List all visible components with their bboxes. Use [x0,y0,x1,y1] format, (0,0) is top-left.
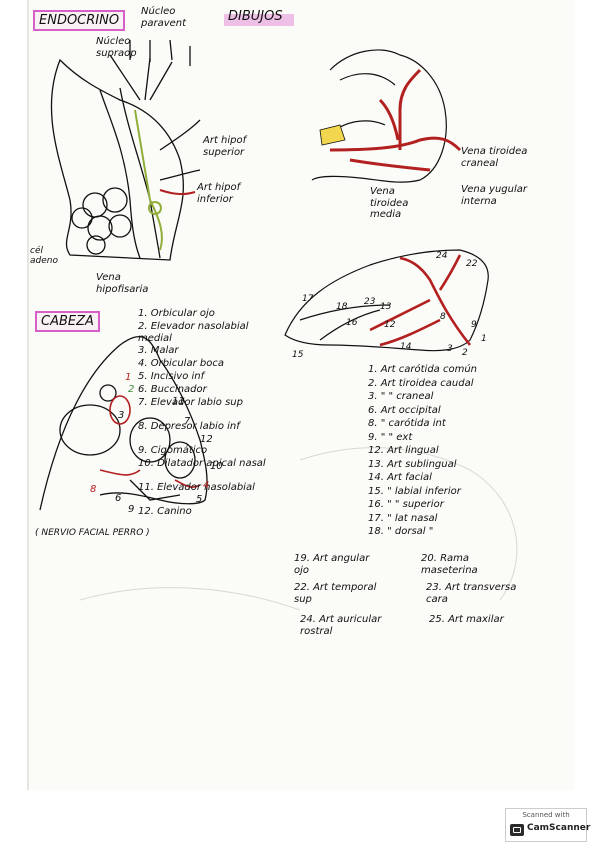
artery-extra-20: 20. Rama maseterina [421,553,478,576]
artery-extra-24: 24. Art auricular rostral [300,614,382,637]
artery-item: 12. Art lingual [368,445,439,456]
head-num: 1 [481,334,487,344]
face-num: 5 [196,494,203,505]
neck-arteries [329,68,462,172]
face-note: ( NERVIO FACIAL PERRO ) [35,528,150,538]
pituitary-diagram [50,39,201,261]
muscle-item: 1. Orbicular ojo [138,308,215,319]
thyroid-gland-shape [319,124,346,146]
artery-extra-25: 25. Art maxilar [429,614,504,625]
head-artery-diagram [284,249,489,352]
head-num: 17 [302,294,314,304]
scanner-line1: Scanned with [522,811,570,819]
label-art-hipof-inferior: Art hipof inferior [197,182,241,205]
pituitary-arteries [159,189,196,196]
face-num: 12 [200,434,213,445]
artery-item: 14. Art facial [368,472,432,483]
background-ghost-sketch [79,447,518,611]
camscanner-badge: Scanned with CamScanner [505,808,591,842]
face-num: 6 [115,493,122,504]
artery-item: 17. " lat nasal [368,512,438,524]
head-num: 16 [346,318,358,328]
artery-list: 1. Art carótida común 2. Art tiroidea ca… [368,364,548,540]
pituitary-vessels [134,109,163,251]
face-num: 3 [118,410,125,421]
head-num: 14 [400,342,412,352]
scanner-line2: CamScanner [527,823,591,833]
face-diagram [39,335,208,511]
artery-item: 18. " dorsal " [368,526,434,537]
face-num: 7 [184,416,191,427]
artery-item: 1. Art carótida común [368,364,478,375]
artery-extra-19: 19. Art angular ojo [294,553,370,576]
head-num: 8 [440,312,446,322]
label-v-tiroidea-media: Vena tiroidea media [370,186,409,220]
head-num: 12 [384,320,396,330]
section-title-dibujos: DIBUJOS [228,9,283,24]
head-num: 9 [471,320,477,330]
artery-item: 16. " " superior [368,499,444,510]
face-num: 2 [128,384,135,395]
label-nucleo-paraventricular: Núcleo paravent [141,6,187,29]
head-num: 24 [436,251,448,261]
label-art-hipof-superior: Art hipof superior [203,135,247,158]
face-num: 11 [172,396,185,407]
head-num: 18 [336,302,348,312]
label-cel-adeno: cél adeno [30,246,58,267]
muscle-item: 11. Elevador nasolabial [138,482,255,493]
face-muscles-red [99,395,201,488]
head-num: 13 [380,302,392,312]
face-muscle-list: 1. Orbicular ojo 2. Elevador nasolabial … [138,308,278,519]
muscle-item: 8. Depresor labio inf [138,421,240,432]
muscle-item: 10. Dilatador apical nasal [138,458,266,469]
muscle-item: 9. Cigomático [138,445,208,456]
muscle-item: 6. Buccinador [138,384,207,395]
face-num: 1 [125,372,132,383]
artery-item: 6. Art occipital [368,404,441,416]
head-num: 15 [292,350,304,360]
muscle-item: 3. Malar [138,345,179,356]
label-nucleo-supraoptico: Núcleo supraop [96,36,137,59]
artery-item: 3. " " craneal [368,391,434,402]
head-num: 2 [462,348,468,358]
label-vena-hipofisaria: Vena hipofisaria [96,272,149,295]
artery-item: 2. Art tiroidea caudal [368,377,474,389]
face-num: 4 [203,480,210,491]
artery-item: 9. " " ext [368,431,413,443]
head-num: 23 [364,297,376,307]
label-v-yugular-interna: Vena yugular interna [461,184,528,207]
head-num: 3 [447,344,453,354]
artery-extra-22: 22. Art temporal sup [294,582,377,605]
muscle-item: 2. Elevador nasolabial medial [138,321,249,344]
muscle-item: 5. Incisivo inf [138,371,205,382]
section-tag-endocrino: ENDOCRINO [33,10,126,31]
dibujos-highlight [224,14,294,26]
camscanner-logo-icon [510,824,524,836]
face-num: 10 [210,461,223,472]
face-num: 8 [90,484,97,495]
artery-item: 8. " carótida int [368,418,446,429]
muscle-item: 7. Elevador labio sup [138,397,243,408]
neck-diagram [311,49,447,183]
face-num: 9 [128,504,135,515]
section-tag-cabeza: CABEZA [35,311,100,332]
label-v-tiroidea-craneal: Vena tiroidea craneal [461,146,528,169]
artery-item: 13. Art sublingual [368,458,457,470]
artery-item: 15. " labial inferior [368,485,461,497]
head-arteries-red [369,254,472,347]
artery-extra-23: 23. Art transversa cara [426,582,517,605]
muscle-item: 4. Orbicular boca [138,358,224,369]
muscle-item: 12. Canino [138,506,192,517]
notebook-page [27,0,575,790]
head-num: 22 [466,259,478,269]
